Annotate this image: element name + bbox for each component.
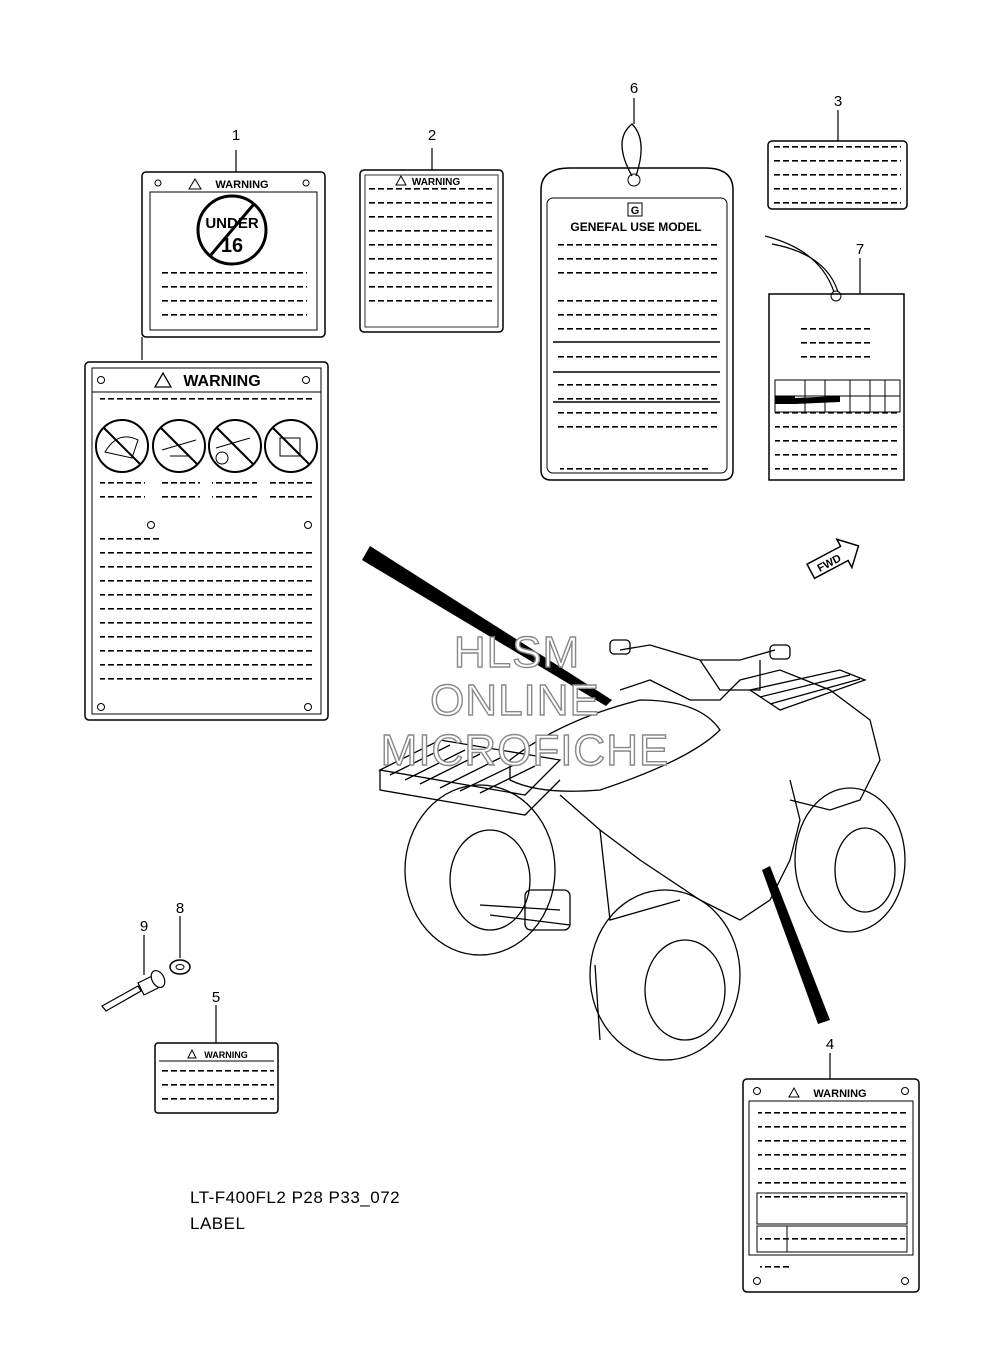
general-use-model-text: GENEFAL USE MODEL <box>570 220 701 234</box>
part-8-washer[interactable] <box>169 959 191 975</box>
svg-text:HLSM: HLSM <box>454 628 580 677</box>
part-9-rivet[interactable] <box>101 968 168 1012</box>
svg-text:MICROFICHE: MICROFICHE <box>381 726 670 775</box>
label-2-warning-text: WARNING <box>412 177 461 188</box>
svg-text:16: 16 <box>221 235 243 257</box>
prohibition-pictogram-icon <box>264 419 318 473</box>
label-location-pointer <box>762 866 830 1024</box>
label-1-main-warning-text: WARNING <box>183 373 260 390</box>
label-4-warning[interactable]: WARNING <box>742 1078 920 1293</box>
label-7-hang-tag[interactable] <box>764 235 905 481</box>
callout-4: 4 <box>826 1036 834 1053</box>
g-mark: G <box>631 205 640 217</box>
callout-9: 9 <box>140 918 148 935</box>
label-6-general-use-tag[interactable]: G GENEFAL USE MODEL <box>540 123 734 481</box>
label-4-warning-text: WARNING <box>813 1088 866 1100</box>
label-5-warning-text: WARNING <box>204 1050 248 1060</box>
label-2-warning[interactable]: WARNING <box>359 169 504 333</box>
callout-5: 5 <box>212 989 220 1006</box>
warning-triangle-icon <box>188 178 202 190</box>
prohibition-pictogram-icon <box>95 419 149 473</box>
label-3[interactable] <box>767 140 908 210</box>
callout-2: 2 <box>428 127 436 144</box>
label-1-main-warning[interactable]: WARNING <box>84 361 329 721</box>
svg-text:FWD: FWD <box>816 552 844 574</box>
warning-triangle-icon <box>788 1086 800 1098</box>
label-5-warning[interactable]: WARNING <box>154 1042 279 1114</box>
callout-6: 6 <box>630 80 638 97</box>
diagram-title: LABEL <box>190 1214 246 1233</box>
atv-vehicle-illustration <box>377 639 906 1061</box>
fwd-arrow-icon: FWD <box>806 538 860 580</box>
callout-8: 8 <box>176 900 184 917</box>
warning-triangle-icon <box>153 371 173 388</box>
prohibition-pictogram-icon <box>152 419 206 473</box>
callout-3: 3 <box>834 93 842 110</box>
label-1-warning-text: WARNING <box>215 179 268 191</box>
watermark: HLSM ONLINE MICROFICHE <box>380 627 670 775</box>
callout-7: 7 <box>856 241 864 258</box>
warning-triangle-icon <box>395 174 407 186</box>
diagram-model-code: LT-F400FL2 P28 P33_072 <box>190 1188 401 1207</box>
under-16-prohibition-icon: UNDER 16 <box>196 194 268 266</box>
label-1-under16-warning[interactable]: WARNING UNDER 16 <box>141 171 326 338</box>
svg-text:ONLINE: ONLINE <box>430 676 600 725</box>
callout-1: 1 <box>232 127 240 144</box>
label-location-pointer <box>362 546 612 706</box>
svg-text:UNDER: UNDER <box>205 215 259 232</box>
prohibition-pictogram-icon <box>208 419 262 473</box>
warning-triangle-icon <box>187 1048 197 1059</box>
